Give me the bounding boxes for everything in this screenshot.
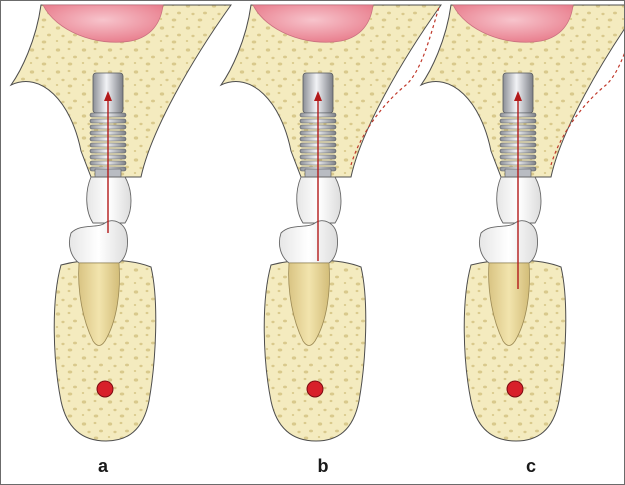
crown-icon [297,177,341,223]
panel-c [421,5,624,441]
panel-label-b: b [303,456,343,477]
nerve-dot-icon [307,381,323,397]
panel-a [11,5,231,441]
tooth-icon [479,221,537,263]
nerve-dot-icon [507,381,523,397]
tooth-icon [279,221,337,263]
panel-label-c: c [511,456,551,477]
tooth-icon [69,221,127,263]
panel-b [221,5,441,441]
crown-icon [497,177,541,223]
panel-label-a: a [83,456,123,477]
crown-icon [87,177,131,223]
nerve-dot-icon [97,381,113,397]
